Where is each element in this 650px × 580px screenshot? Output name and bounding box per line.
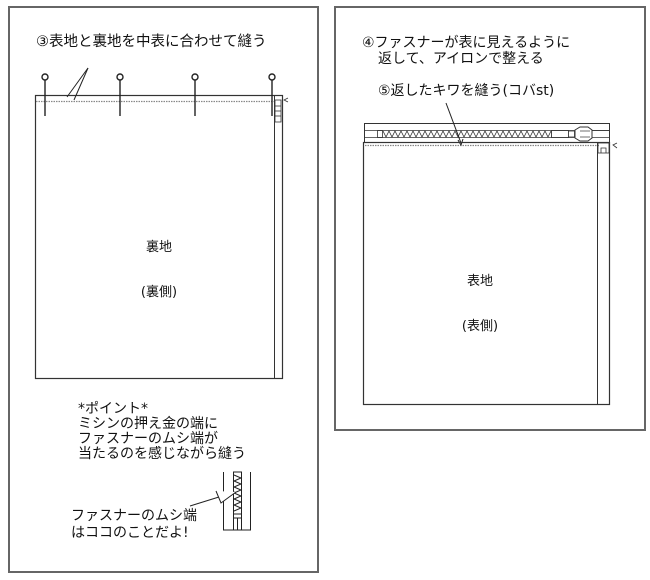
zipper-slider-icon [574, 126, 593, 142]
pin-icon [41, 73, 49, 116]
point-line2: ファスナーのムシ端が [78, 431, 218, 447]
lining-fabric-label: 裏地 (裏側) [124, 210, 194, 315]
pin-icon [191, 73, 199, 116]
point-line3: 当たるのを感じながら縫う [78, 446, 246, 462]
teeth-note-line2: はココのことだよ! [71, 525, 189, 541]
zipper-teeth-icon [382, 130, 552, 138]
step4-line2: 返して、アイロンで整える [378, 51, 544, 67]
step4-line1: ④ファスナーが表に見えるように [362, 35, 571, 51]
pin-icon [268, 73, 276, 116]
outer-label-line2: (表側) [461, 319, 499, 334]
point-heading: *ポイント* [78, 401, 148, 417]
outer-fabric-label: 表地 (表側) [445, 244, 515, 349]
pin-icon [116, 73, 124, 116]
teeth-note-line1: ファスナーのムシ端 [71, 508, 197, 524]
outer-label-line1: 表地 [466, 274, 493, 289]
step3-title: ③表地と裏地を中表に合わせて縫う [36, 34, 267, 50]
step3-panel [8, 6, 319, 573]
step5-title: ⑤返したキワを縫う(コバst) [378, 83, 555, 99]
step4-5-panel [334, 6, 646, 431]
point-line1: ミシンの押え金の端に [78, 416, 218, 432]
zipper-closeup-icon [189, 471, 251, 531]
lining-label-line1: 裏地 [145, 240, 172, 255]
lining-label-line2: (裏側) [140, 285, 178, 300]
